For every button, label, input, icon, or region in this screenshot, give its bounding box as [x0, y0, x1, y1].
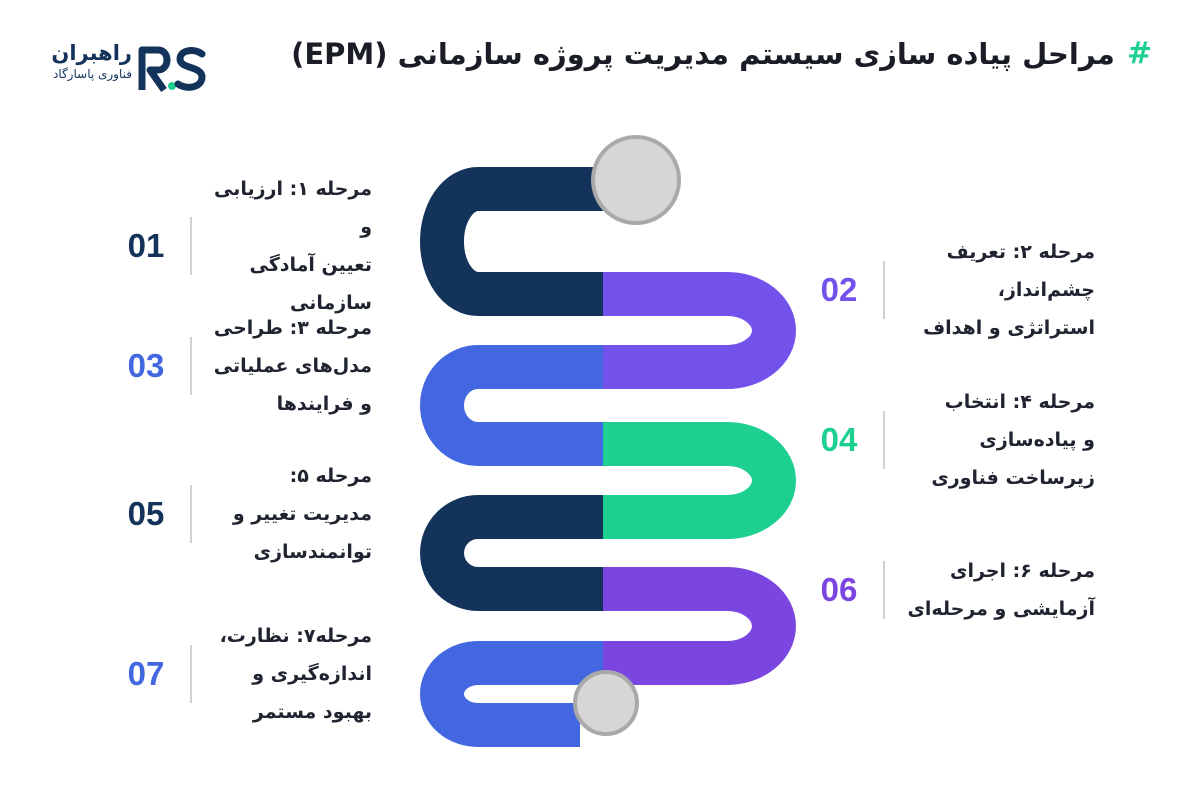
step-number: 05: [127, 495, 165, 532]
step-02: 02 مرحله ۲: تعریف چشم‌انداز، استراتژی و اهد…: [805, 233, 1095, 347]
step-description-line: مرحله ۴: انتخاب: [944, 391, 1095, 413]
path-start-circle: [591, 135, 681, 225]
step-description-line: تعیین آمادگی: [249, 254, 372, 276]
step-description-line: مرحله ۲: تعریف: [946, 241, 1095, 263]
step-description-line: مرحله ۵:: [289, 465, 372, 487]
step-description-line: مرحله ۳: طراحی: [213, 317, 372, 339]
step-06: 06 مرحله ۶: اجرای آزمایشی و مرحله‌ای: [805, 552, 1095, 628]
step-description-line: مدیریت تغییر و: [232, 503, 372, 525]
step-number: 04: [820, 421, 858, 458]
page-title: مراحل پیاده سازی سیستم مدیریت پروژه سازم…: [291, 36, 1115, 71]
logo-name: راهبران: [51, 41, 132, 65]
step-divider: [190, 485, 192, 543]
step-number: 01: [127, 227, 165, 264]
snake-segment-6: [603, 567, 796, 685]
snake-segment-5: [420, 495, 603, 611]
step-divider: [190, 337, 192, 395]
snake-segment-4: [603, 422, 796, 539]
step-divider: [190, 217, 192, 275]
step-number: 06: [820, 571, 858, 608]
step-description-line: استراتژی و اهداف: [923, 317, 1095, 339]
step-description-line: مرحله۷: نظارت،: [219, 625, 372, 647]
snake-segment-1: [420, 167, 603, 316]
step-04: 04 مرحله ۴: انتخاب و پیاده‌سازی زیرساخت فنا…: [805, 383, 1095, 497]
step-description-line: مرحله ۶: اجرای: [950, 560, 1095, 582]
step-description-line: و فرایندها: [276, 393, 372, 415]
step-number: 07: [127, 655, 165, 692]
step-description: مرحله ۳: طراحی مدل‌های عملیاتی و فرایندها: [202, 309, 372, 423]
step-divider: [883, 411, 885, 469]
step-description-line: بهبود مستمر: [252, 701, 372, 723]
step-divider: [883, 261, 885, 319]
rs-logo-icon: [138, 46, 206, 93]
step-description-line: سازمانی: [289, 292, 372, 314]
step-05: 05 مرحله ۵: مدیریت تغییر و توانمندسازی: [112, 457, 372, 571]
snake-segment-7: [420, 641, 603, 747]
step-description-line: اندازه‌گیری و: [252, 663, 372, 685]
logo-text: راهبران فناوری پاسارگاد: [36, 40, 132, 82]
step-description: مرحله ۶: اجرای آزمایشی و مرحله‌ای: [895, 552, 1095, 628]
step-description-line: توانمندسازی: [253, 541, 372, 563]
step-07: 07 مرحله۷: نظارت، اندازه‌گیری و بهبود مستمر: [112, 617, 372, 731]
step-description: مرحله۷: نظارت، اندازه‌گیری و بهبود مستمر: [202, 617, 372, 731]
step-01: 01 مرحله ۱: ارزیابی و تعیین آمادگی سازمانی: [112, 170, 372, 322]
brand-logo: راهبران فناوری پاسارگاد: [36, 40, 206, 100]
hash-icon: #: [1126, 36, 1152, 71]
step-divider: [190, 645, 192, 703]
step-description-line: مدل‌های عملیاتی: [213, 355, 372, 377]
step-divider: [883, 561, 885, 619]
step-description: مرحله ۲: تعریف چشم‌انداز، استراتژی و اهداف: [895, 233, 1095, 347]
step-description-line: آزمایشی و مرحله‌ای: [907, 598, 1095, 620]
step-description-line: مرحله ۱: ارزیابی و: [213, 178, 372, 238]
step-description: مرحله ۱: ارزیابی و تعیین آمادگی سازمانی: [202, 170, 372, 322]
path-end-circle: [573, 670, 639, 736]
page-header: # مراحل پیاده سازی سیستم مدیریت پروژه سا…: [291, 36, 1152, 71]
step-description-line: چشم‌انداز،: [997, 279, 1095, 301]
step-description-line: زیرساخت فناوری: [931, 467, 1095, 489]
step-number: 03: [127, 347, 165, 384]
step-number: 02: [820, 271, 858, 308]
step-03: 03 مرحله ۳: طراحی مدل‌های عملیاتی و فراینده…: [112, 309, 372, 423]
step-description: مرحله ۴: انتخاب و پیاده‌سازی زیرساخت فناور…: [895, 383, 1095, 497]
logo-subtitle: فناوری پاسارگاد: [52, 67, 132, 81]
step-description-line: و پیاده‌سازی: [979, 429, 1095, 451]
step-description: مرحله ۵: مدیریت تغییر و توانمندسازی: [202, 457, 372, 571]
snake-segment-2: [603, 272, 796, 389]
snake-segment-3: [420, 345, 603, 466]
